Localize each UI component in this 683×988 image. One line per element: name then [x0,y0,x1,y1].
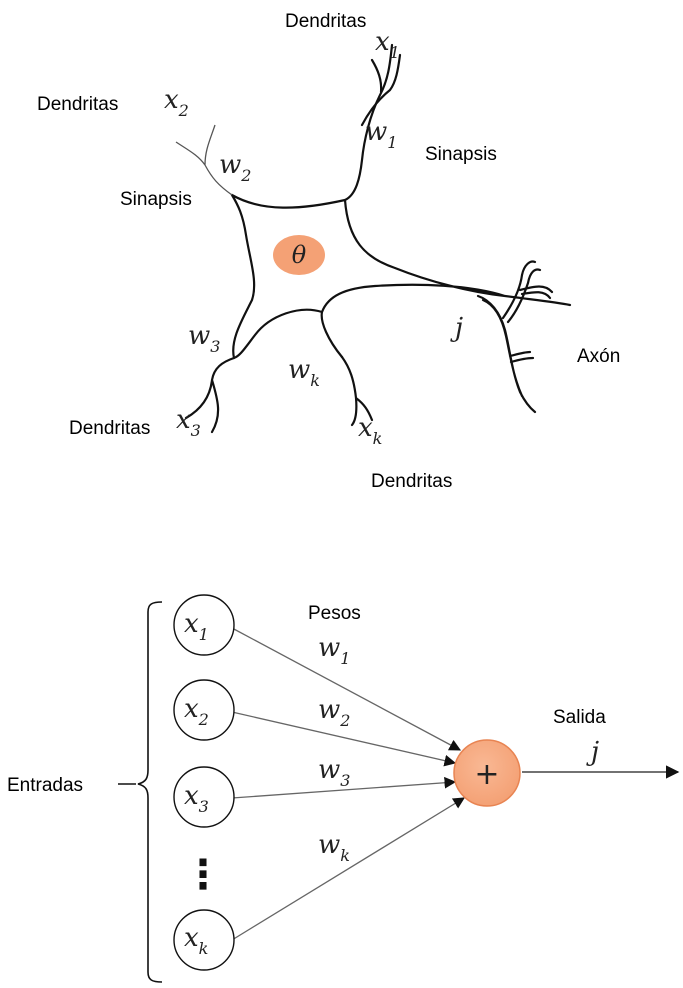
neuron-w3: w3 [188,321,220,356]
neuron-j: j [450,313,463,343]
inputs-brace [138,602,162,982]
neuron-xk: xk [358,413,382,448]
input-ellipsis: ⋮ [183,852,223,898]
neuron-x2: x2 [164,85,189,120]
label-sinapsis-left: Sinapsis [120,189,192,210]
biological-neuron: θ x1 w1 x2 w2 w3 x3 wk xk j Dendritas De… [37,11,620,492]
svg-text:+: + [474,757,499,792]
label-dendritas-upper-left: Dendritas [37,94,118,115]
input-node-x3: x3 [174,767,234,827]
sum-node: + [454,740,520,806]
label-sinapsis-right: Sinapsis [425,144,497,165]
label-dendritas-top: Dendritas [285,11,366,32]
weight-w1: w1 [318,633,350,668]
neuron-x1: x1 [375,27,400,62]
input-node-xk: xk [174,910,234,970]
output-j: j [586,737,599,767]
neuron-w1: w1 [365,117,397,152]
label-entradas: Entradas [7,775,83,796]
perceptron-model: x1 x2 x3 ⋮ xk Pesos w1 w2 w3 wk + Salida… [7,595,678,982]
edge-xk [232,798,464,940]
label-pesos: Pesos [308,603,361,624]
soma-outline [232,45,570,358]
label-dendritas-bottom: Dendritas [371,471,452,492]
weight-wk: wk [318,830,350,865]
neuron-w2: w2 [219,150,251,185]
weight-w2: w2 [318,695,350,730]
dendrite-x1 [362,55,400,125]
weight-w3: w3 [318,755,350,790]
input-node-x2: x2 [174,680,234,740]
axon-terminals [478,262,552,412]
edge-x1 [232,628,460,750]
label-dendritas-lower-left: Dendritas [69,418,150,439]
input-node-x1: x1 [174,595,234,655]
label-axon: Axón [577,346,620,367]
label-salida: Salida [553,707,606,728]
theta-symbol: θ [292,241,307,269]
neuron-wk: wk [288,355,320,390]
